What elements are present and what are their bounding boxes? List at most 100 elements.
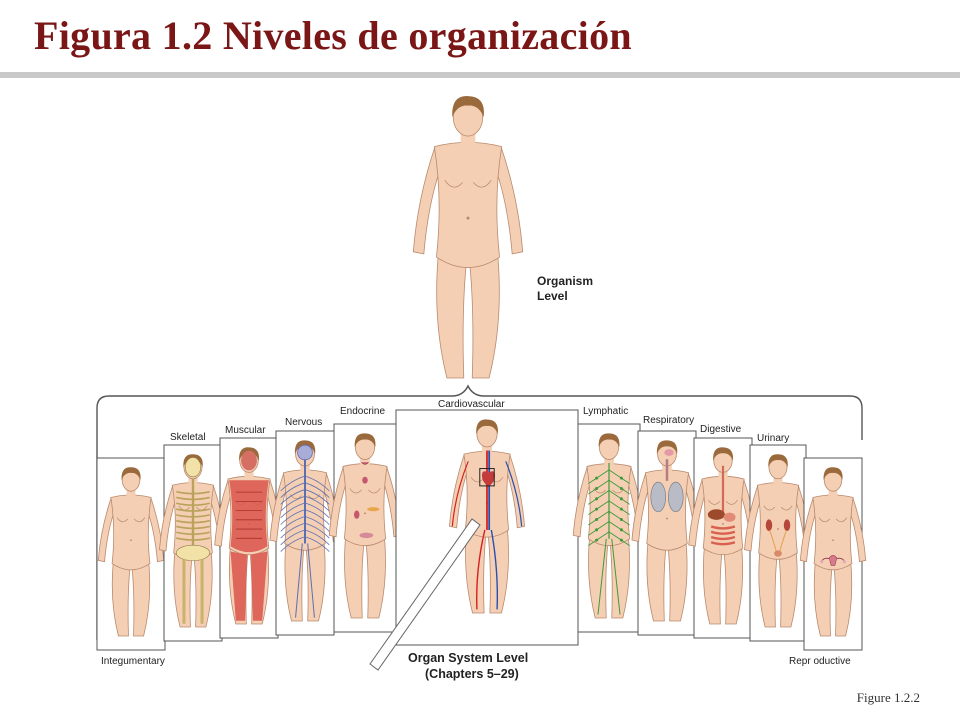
chest-line: [763, 505, 776, 511]
arm-vein: [505, 461, 523, 527]
neck: [828, 487, 838, 497]
left-leg: [758, 549, 778, 628]
nerve: [280, 509, 306, 525]
hair: [476, 419, 498, 434]
leg-muscles: [230, 551, 248, 621]
ureter: [769, 530, 777, 552]
lymph-node: [595, 476, 599, 480]
hair: [294, 440, 316, 454]
system-label-7: Lymphatic: [583, 406, 628, 417]
nerve: [304, 509, 330, 525]
chest-line: [835, 517, 848, 523]
organ-system-panel: [214, 437, 284, 639]
system-label-10: Urinary: [757, 433, 789, 444]
human-figure: [799, 467, 867, 637]
right-leg: [305, 539, 326, 622]
organ-system-panel: [395, 409, 579, 646]
system-label-4: Nervous: [285, 417, 322, 428]
torso-muscles: [229, 480, 269, 553]
ovary: [842, 560, 846, 564]
nerve: [304, 502, 330, 519]
organ-system-label-line: (Chapters 5–29): [425, 667, 519, 681]
hair: [823, 467, 843, 480]
system-label-8: Respiratory: [643, 415, 694, 426]
chest-line: [368, 488, 381, 494]
navel: [832, 539, 834, 542]
left-leg: [702, 544, 723, 625]
ureter: [779, 530, 787, 552]
torso: [812, 494, 854, 571]
lymph-node: [619, 517, 623, 522]
intestine-loop: [710, 530, 736, 535]
uterus-overlay: [820, 555, 846, 566]
left-arm: [214, 479, 233, 547]
chest-line: [708, 499, 720, 505]
lymph-overlay: [588, 463, 630, 615]
lymph-vessel: [588, 500, 610, 516]
organ-system-panel: [744, 444, 812, 642]
human-figure: [412, 96, 524, 379]
left-leg: [588, 534, 609, 619]
left-arm: [328, 466, 348, 538]
organism-label-line: Organism: [537, 274, 593, 288]
intestine-loop: [710, 541, 736, 546]
nerve: [280, 475, 306, 492]
stomach: [723, 512, 736, 522]
nerve: [304, 516, 330, 532]
hair: [598, 433, 620, 448]
ovary: [359, 532, 374, 539]
hair: [452, 96, 484, 118]
torso: [110, 494, 152, 571]
gut-overlay: [707, 465, 736, 546]
organism-level-figure: [412, 96, 524, 379]
lymph-vessel: [608, 490, 630, 505]
lymph-vessel: [608, 510, 630, 526]
torso: [342, 463, 388, 547]
lymph-vessel: [588, 469, 610, 485]
left-kidney: [765, 519, 773, 531]
lymph-node: [619, 497, 623, 501]
arm-artery: [451, 461, 469, 527]
lymph-node: [595, 538, 599, 542]
hair: [354, 433, 376, 448]
system-label-3: Muscular: [225, 425, 266, 436]
right-leg: [131, 559, 151, 637]
leg-artery: [476, 529, 486, 610]
leg-nerve: [295, 543, 303, 618]
left-leg: [813, 559, 833, 637]
right-leg: [833, 559, 853, 637]
navel: [722, 522, 724, 525]
nerve: [280, 482, 306, 498]
right-kidney: [783, 519, 791, 531]
nerve: [304, 495, 330, 512]
human-figure: [328, 433, 402, 619]
organ-system-panel: [159, 444, 227, 642]
left-lung: [650, 481, 667, 513]
organ-system-panel: [688, 437, 758, 639]
lymph-vessel: [588, 531, 610, 547]
torso: [433, 142, 503, 268]
right-leg: [469, 251, 500, 379]
hair: [239, 447, 260, 461]
muscle-overlay: [229, 450, 269, 621]
hair: [656, 440, 678, 454]
lymph-vessel: [608, 469, 630, 485]
torso: [756, 482, 800, 560]
nerve: [280, 516, 306, 532]
nerve: [304, 536, 330, 552]
navel: [777, 528, 779, 530]
intestine-loop: [710, 525, 736, 530]
chest-line: [726, 499, 738, 505]
gland-overlay: [353, 462, 380, 539]
neck: [360, 455, 370, 466]
right-arm: [494, 147, 524, 255]
organ-system-panel: [799, 457, 867, 651]
organ-system-level-label: Organ System Level(Chapters 5–29): [408, 651, 528, 681]
system-label-1: Integumentary: [101, 656, 165, 667]
system-label-5: Endocrine: [340, 406, 385, 417]
lymph-vessel: [608, 479, 630, 495]
lymph-vessel: [588, 479, 610, 495]
thyroid-gland: [361, 462, 369, 465]
chest-line: [780, 505, 793, 511]
navel: [364, 512, 366, 515]
